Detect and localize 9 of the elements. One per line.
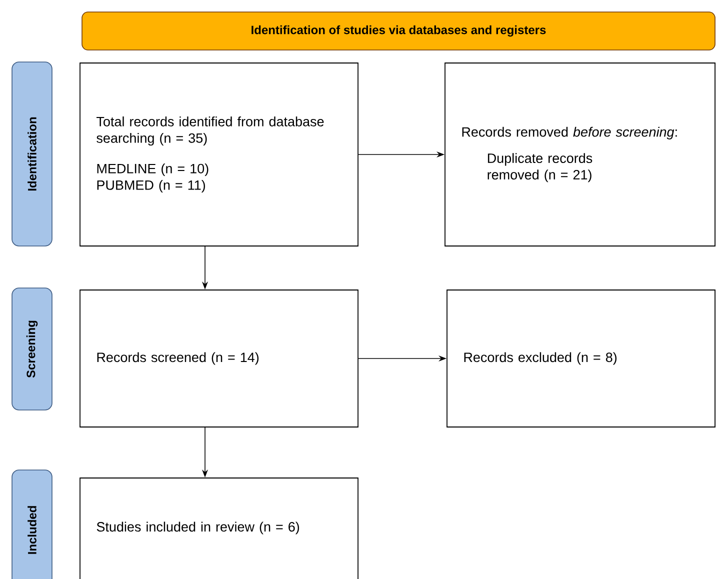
process-box: Records excluded (n = 8) [446, 290, 716, 428]
heading-banner: Identification of studies via databases and registers [82, 12, 716, 50]
stage-label: Identification [12, 62, 52, 246]
stage-label: Screening [12, 288, 52, 410]
process-box: Records removed before screening: Duplicate records removed (n = 21) [444, 62, 716, 246]
stage-label: Included [12, 470, 52, 579]
process-box: Total records identified from database searching (n = 35) MEDLINE (n = 10) PUBMED (n = 11) [80, 62, 358, 246]
process-box: Records screened (n = 14) [80, 290, 358, 428]
process-box: Studies included in review (n = 6) [80, 478, 358, 579]
